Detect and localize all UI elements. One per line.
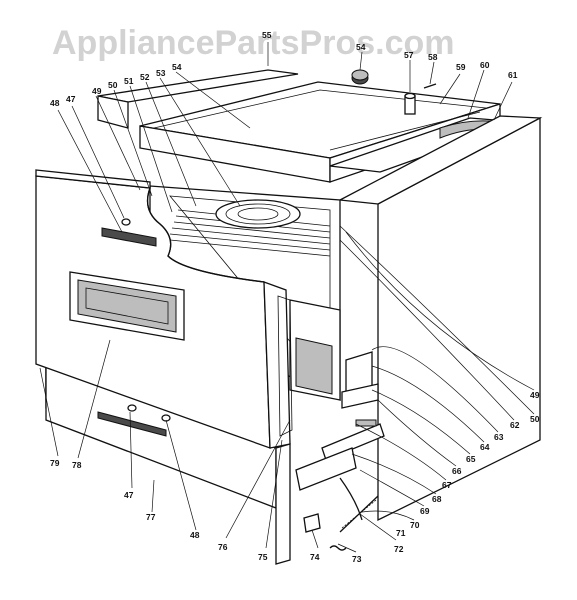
drawer-screw-left xyxy=(127,404,137,412)
callout-62: 62 xyxy=(510,420,520,430)
callout-55: 55 xyxy=(262,30,272,40)
door-top-edge xyxy=(35,169,151,189)
spring-clip xyxy=(355,419,377,427)
callout-50-right: 50 xyxy=(530,414,540,424)
callout-52: 52 xyxy=(140,72,150,82)
callout-61: 61 xyxy=(508,70,518,80)
callout-71: 71 xyxy=(396,528,406,538)
callout-64: 64 xyxy=(480,442,490,452)
callout-68: 68 xyxy=(432,494,442,504)
callout-58: 58 xyxy=(428,52,438,62)
door-window-glass xyxy=(77,279,177,333)
callout-59: 59 xyxy=(456,62,466,72)
lower-hinge-plate xyxy=(295,447,357,491)
callout-50-top: 50 xyxy=(108,80,118,90)
storage-drawer xyxy=(45,357,291,565)
side-panel-top xyxy=(337,115,543,205)
spring-icon xyxy=(329,545,347,551)
callout-54-top: 54 xyxy=(172,62,182,72)
drawer-handle xyxy=(97,411,167,437)
callout-69: 69 xyxy=(420,506,430,516)
door-handle-strip xyxy=(101,227,157,247)
door-screw xyxy=(121,218,131,226)
oven-door xyxy=(35,169,293,449)
callout-49-right: 49 xyxy=(530,390,540,400)
callout-57: 57 xyxy=(404,50,414,60)
broiler-pan xyxy=(295,337,333,395)
callout-76: 76 xyxy=(218,542,228,552)
callout-47-top: 47 xyxy=(66,94,76,104)
hinge-lever xyxy=(339,477,363,521)
callout-72: 72 xyxy=(394,544,404,554)
callout-51: 51 xyxy=(124,76,134,86)
callout-labels: 55 54 57 58 59 60 61 48 47 49 50 51 52 5… xyxy=(50,30,540,564)
screw-icon xyxy=(423,83,437,89)
lower-bracket xyxy=(321,423,385,461)
callout-67: 67 xyxy=(442,480,452,490)
leader-lines xyxy=(39,42,535,553)
watermark-text: AppliancePartsPros.com xyxy=(52,24,454,62)
callout-73: 73 xyxy=(352,554,362,564)
callout-78: 78 xyxy=(72,460,82,470)
callout-65: 65 xyxy=(466,454,476,464)
callout-49-top: 49 xyxy=(92,86,102,96)
small-bracket xyxy=(303,513,321,533)
callout-66: 66 xyxy=(452,466,462,476)
callout-70: 70 xyxy=(410,520,420,530)
burner-plate xyxy=(215,199,301,229)
callout-48-bottom: 48 xyxy=(190,530,200,540)
callout-74: 74 xyxy=(310,552,320,562)
rear-rail-side xyxy=(97,95,129,129)
callout-77: 77 xyxy=(146,512,156,522)
callout-75: 75 xyxy=(258,552,268,562)
callout-54: 54 xyxy=(356,42,366,52)
drawer-side xyxy=(275,443,291,565)
callout-79: 79 xyxy=(50,458,60,468)
callout-60: 60 xyxy=(480,60,490,70)
door-side-edge xyxy=(263,281,291,449)
callout-47-bottom: 47 xyxy=(124,490,134,500)
callout-63: 63 xyxy=(494,432,504,442)
callout-53: 53 xyxy=(156,68,166,78)
callout-48-top: 48 xyxy=(50,98,60,108)
